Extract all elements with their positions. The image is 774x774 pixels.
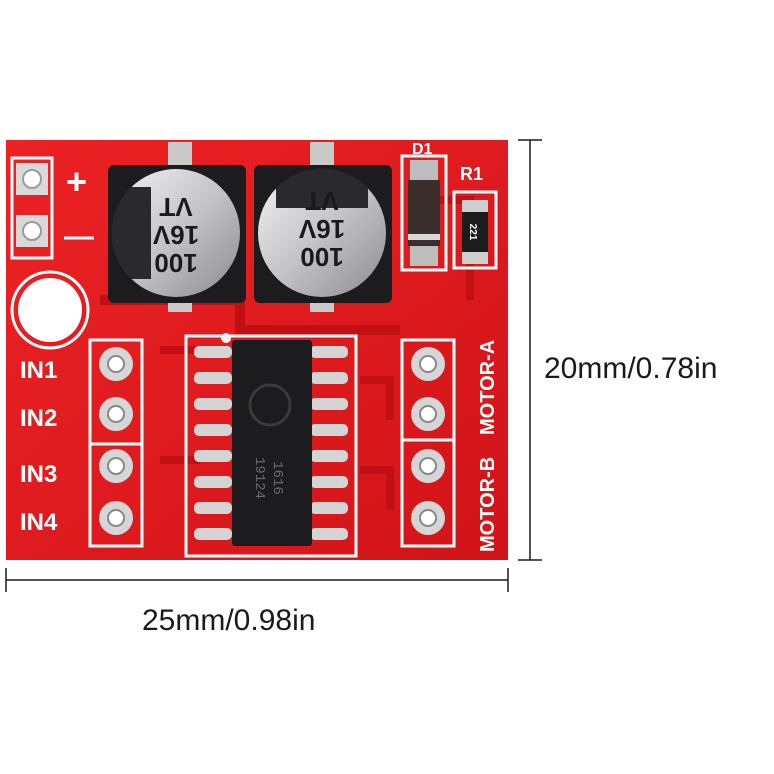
input-label-in4: IN4 (20, 509, 58, 536)
input-label-in2: IN2 (20, 405, 57, 432)
capacitor-left: 100 16V VT (108, 142, 246, 312)
capacitor-right-voltage: 16V (298, 214, 345, 244)
input-header (88, 338, 144, 548)
mounting-hole (10, 270, 90, 350)
driver-chip: 1616 19124 (184, 334, 358, 558)
input-label-in3: IN3 (20, 461, 57, 488)
power-minus-label: — (64, 220, 94, 253)
width-dimension-line (5, 568, 509, 592)
power-plus-label: + (66, 161, 87, 202)
diode-d1 (400, 154, 448, 272)
chip-marking-bottom: 19124 (251, 457, 267, 499)
capacitor-right-series: VT (305, 186, 338, 216)
capacitor-right-value: 100 (300, 242, 343, 272)
motor-header (400, 338, 456, 548)
capacitor-left-value: 100 (154, 248, 197, 278)
capacitor-left-voltage: 16V (152, 220, 199, 250)
resistor-code: 221 (467, 224, 478, 241)
diode-label: D1 (412, 141, 433, 158)
height-dimension-label: 20mm/0.78in (544, 352, 718, 385)
chip-marking-top: 1616 (269, 461, 285, 495)
resistor-label: R1 (460, 164, 483, 184)
capacitor-right: 100 16V VT (254, 142, 392, 312)
capacitor-left-series: VT (159, 192, 192, 222)
motor-a-label: MOTOR-A (477, 340, 499, 435)
resistor-r1: 221 (452, 190, 498, 270)
width-dimension-label: 25mm/0.98in (142, 604, 316, 637)
motor-b-label: MOTOR-B (477, 457, 499, 552)
height-dimension-line (518, 139, 542, 561)
power-header (10, 156, 54, 260)
input-label-in1: IN1 (20, 357, 57, 384)
